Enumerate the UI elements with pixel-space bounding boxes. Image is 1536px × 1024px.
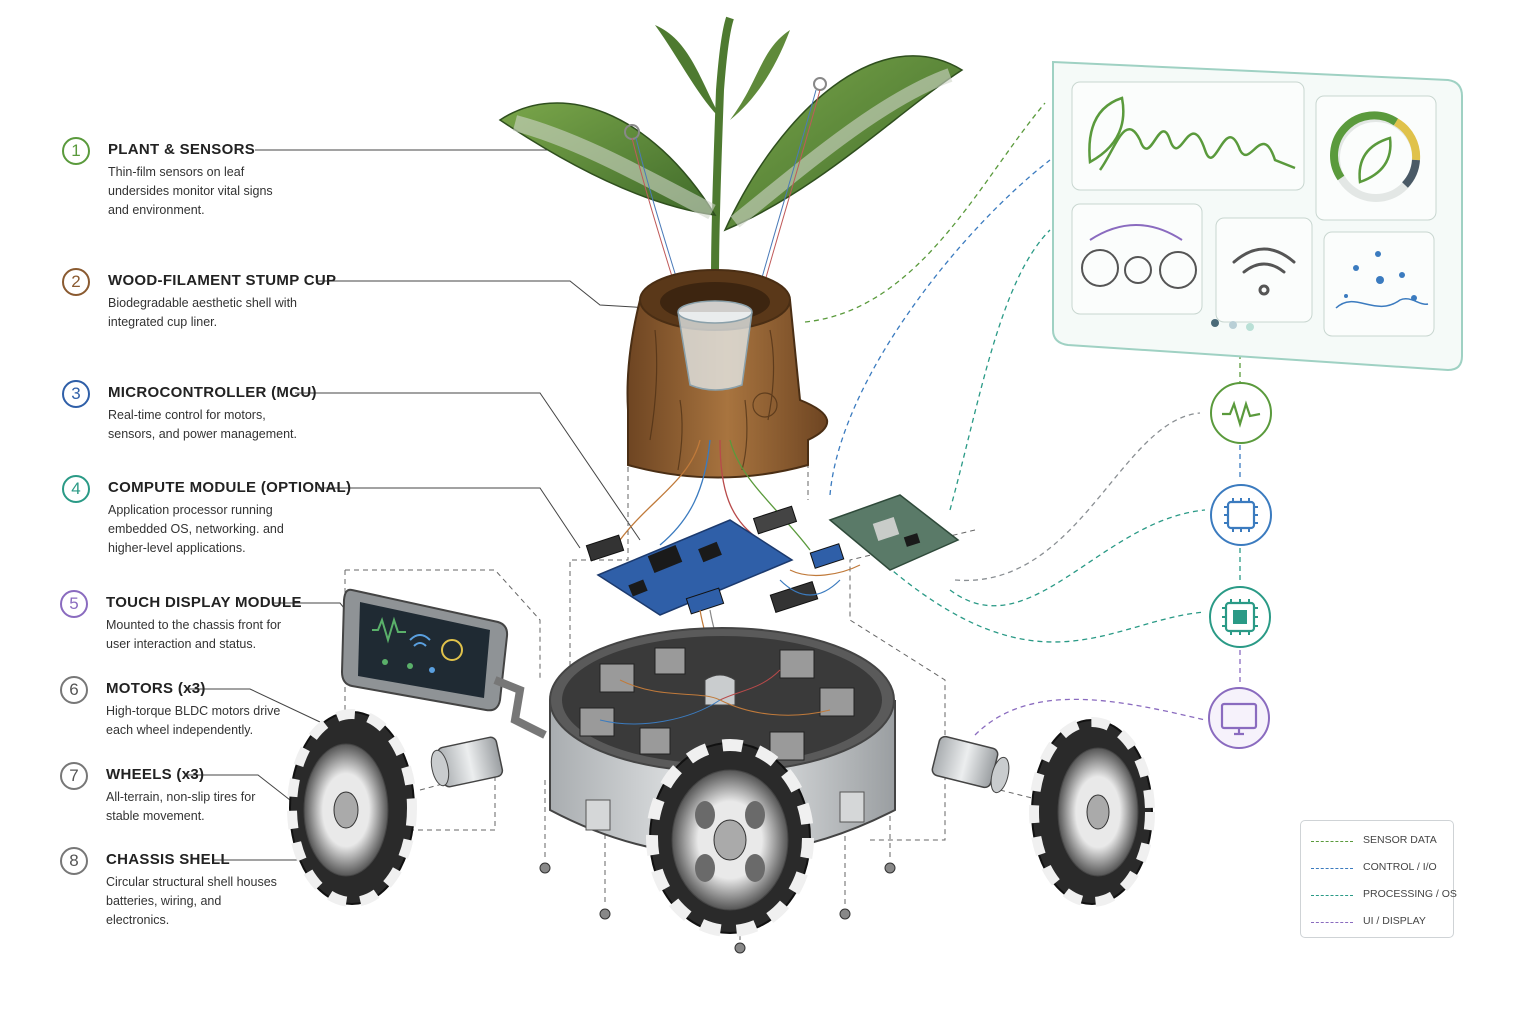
- processor-icon: [1209, 586, 1271, 648]
- legend: SENSOR DATA CONTROL / I/O PROCESSING / O…: [1300, 820, 1457, 938]
- callout-title: PLANT & SENSORS: [108, 141, 256, 158]
- legend-item-ui-display: UI / DISPLAY: [1311, 914, 1451, 930]
- connector-module: [685, 587, 725, 615]
- waveform-icon: [1210, 382, 1272, 444]
- callout-title: MOTORS (x3): [106, 680, 206, 697]
- display-icon: [1208, 687, 1270, 749]
- legend-item-sensor-data: SENSOR DATA: [1311, 833, 1451, 849]
- left-wheel: [287, 709, 417, 907]
- legend-label: SENSOR DATA: [1363, 834, 1437, 846]
- callout-number: 3: [62, 380, 90, 408]
- callout-title: COMPUTE MODULE (OPTIONAL): [108, 479, 352, 496]
- legend-swatch: [1311, 841, 1353, 842]
- callout-title: WHEELS (x3): [106, 766, 205, 783]
- legend-label: PROCESSING / OS: [1363, 888, 1457, 900]
- leaf-waveform-tile: [1071, 81, 1305, 191]
- callout-title: WOOD-FILAMENT STUMP CUP: [108, 272, 337, 289]
- callout-description: Application processor running embedded O…: [108, 503, 284, 555]
- right-wheel: [1029, 717, 1155, 907]
- legend-swatch: [1311, 868, 1353, 869]
- connector-module: [585, 534, 625, 562]
- callout-description: Biodegradable aesthetic shell with integ…: [108, 296, 298, 329]
- plant-illustration: [498, 16, 964, 441]
- top-leaf: [655, 25, 722, 120]
- callout-number: 8: [60, 847, 88, 875]
- front-wheel: [646, 739, 814, 937]
- motor-link-tile: [1071, 203, 1203, 315]
- connector-module: [769, 581, 819, 613]
- callout-description: All-terrain, non-slip tires for stable m…: [106, 790, 256, 823]
- data-scatter-tile: [1323, 231, 1435, 337]
- leaf-icon: [1358, 136, 1392, 184]
- stump-cup-illustration: [619, 269, 829, 551]
- left-motor: [430, 736, 504, 788]
- chip-icon: [1210, 484, 1272, 546]
- leaf-icon: [1088, 96, 1125, 165]
- page-dots: [1211, 319, 1254, 331]
- callout-description: Thin-film sensors on leaf undersides mon…: [108, 165, 273, 217]
- legend-label: UI / DISPLAY: [1363, 915, 1426, 927]
- connector-module: [752, 505, 798, 535]
- right-motor: [931, 735, 1010, 794]
- callout-number: 2: [62, 268, 90, 296]
- legend-item-control-io: CONTROL / I/O: [1311, 860, 1451, 876]
- callout-description: High-torque BLDC motors drive each wheel…: [106, 704, 281, 737]
- mcu-board: [596, 519, 794, 616]
- callout-number: 1: [62, 137, 90, 165]
- assembly-guides: [344, 440, 1041, 940]
- callout-description: Circular structural shell houses batteri…: [106, 875, 277, 927]
- callout-description: Real-time control for motors, sensors, a…: [108, 408, 297, 441]
- data-flow-lines: [804, 102, 1241, 736]
- wifi-icon: [1232, 247, 1296, 296]
- wheels-illustration: [287, 709, 1155, 937]
- legend-label: CONTROL / I/O: [1363, 861, 1437, 873]
- flow-icons: [1208, 382, 1272, 749]
- dashboard-panel: [1052, 60, 1463, 372]
- leaf-gauge-tile: [1315, 95, 1437, 221]
- callout-title: TOUCH DISPLAY MODULE: [106, 594, 302, 611]
- callout-title: MICROCONTROLLER (MCU): [108, 384, 317, 401]
- callout-number: 4: [62, 475, 90, 503]
- touch-display-illustration: [340, 588, 547, 739]
- wifi-tile: [1215, 217, 1313, 323]
- leaf-sensor: [813, 77, 827, 91]
- callout-number: 5: [60, 590, 88, 618]
- compute-board: [828, 494, 960, 571]
- legend-swatch: [1311, 895, 1353, 896]
- callout-description: Mounted to the chassis front for user in…: [106, 618, 282, 651]
- callout-number: 6: [60, 676, 88, 704]
- callout-title: CHASSIS SHELL: [106, 851, 230, 868]
- motors-illustration: [430, 735, 1010, 794]
- callout-number: 7: [60, 762, 88, 790]
- legend-item-processing-os: PROCESSING / OS: [1311, 887, 1457, 903]
- legend-swatch: [1311, 922, 1353, 923]
- connector-module: [809, 543, 845, 569]
- electronics-illustration: [585, 494, 960, 691]
